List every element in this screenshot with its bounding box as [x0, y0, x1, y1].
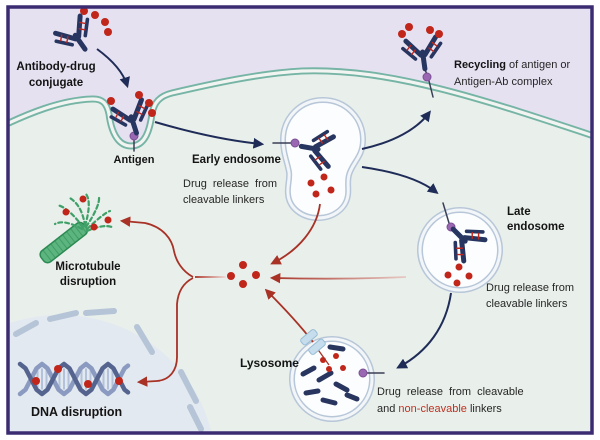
figure-border	[6, 5, 594, 435]
arrow-internalization	[154, 121, 265, 149]
nucleus	[9, 308, 212, 432]
microtubule-icon	[39, 192, 114, 264]
lysosome-vesicle	[289, 336, 375, 422]
trafficking-arrows	[96, 48, 452, 369]
drug-dots-on-antibodies	[80, 8, 443, 117]
drug-dot-cluster	[227, 261, 260, 288]
arrow-adc-binding	[96, 48, 130, 89]
transporter-icon	[300, 329, 326, 355]
antigen-dot-recycling	[422, 72, 432, 82]
dna-helix-icon	[17, 361, 131, 397]
arrow-recycling	[361, 110, 431, 150]
drug-dots-on-dna	[32, 365, 123, 388]
arrow-early-to-late	[361, 166, 439, 195]
arrow-late-endosome-to-cytosol	[269, 272, 407, 284]
lysosome-release-label: Drug release from cleavable and non-clea…	[377, 386, 524, 415]
early-endosome-label: Early endosome	[192, 154, 281, 166]
cytoplasm	[9, 70, 591, 432]
dna-disruption-label: DNA disruption	[31, 405, 123, 419]
drug-dots-on-microtubule	[62, 195, 112, 231]
arrow-late-to-lysosome	[396, 292, 452, 369]
lysosome-label: Lysosome	[240, 356, 299, 370]
antigen-pins	[133, 69, 450, 374]
enzyme-rods	[300, 344, 360, 406]
drug-release-arrows	[119, 203, 407, 387]
drug-dots-early-endosome	[307, 173, 335, 198]
arrow-to-dna	[136, 277, 194, 387]
antigen-dot-early	[290, 138, 300, 148]
antigen-dot-lysosome	[358, 368, 368, 378]
nuclear-envelope-segments	[13, 308, 204, 432]
late-endosome-release-label: Drug release from cleavable linkers	[486, 282, 575, 310]
recycling-label: Recycling of antigen or Antigen-Ab compl…	[454, 59, 571, 88]
antigen-label: Antigen	[113, 154, 155, 166]
late-endosome-vesicle	[417, 207, 503, 293]
arrow-to-microtubule	[119, 216, 194, 278]
arrow-early-endosome-to-cytosol	[270, 203, 321, 265]
early-endosome-release-label: Drug release from cleavable linkers	[183, 178, 278, 206]
drug-dots-late-endosome	[444, 263, 473, 287]
